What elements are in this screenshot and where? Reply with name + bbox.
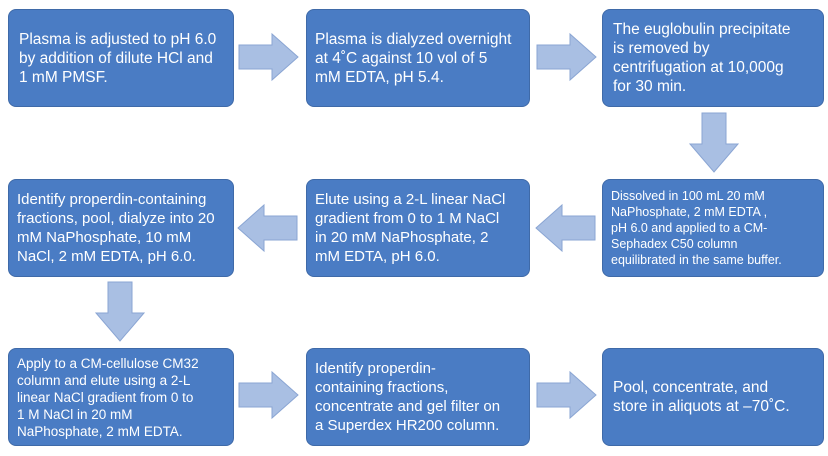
arrow-right-4-icon	[536, 370, 597, 420]
arrow-down-2-icon	[94, 281, 146, 342]
step-1-text: Plasma is adjusted to pH 6.0 by addition…	[19, 30, 217, 86]
step-8-text: Identify properdin- containing fractions…	[315, 360, 501, 434]
arrow-left-2-icon	[237, 203, 298, 253]
arrow-right-1-icon	[238, 32, 299, 82]
step-9-text: Pool, concentrate, and store in aliquots…	[613, 379, 790, 415]
step-4-text: Dissolved in 100 mL 20 mM NaPhosphate, 2…	[611, 189, 782, 267]
arrow-left-1-icon	[535, 203, 596, 253]
step-3-text: The euglobulin precipitate is removed by…	[613, 21, 791, 95]
step-5-text: Elute using a 2-L linear NaCl gradient f…	[315, 191, 506, 265]
arrow-down-1-icon	[688, 112, 740, 173]
step-6-box: Identify properdin-containing fractions,…	[8, 179, 234, 277]
step-6-text: Identify properdin-containing fractions,…	[17, 191, 215, 265]
step-7-box: Apply to a CM-cellulose CM32 column and …	[8, 348, 234, 446]
step-4-box: Dissolved in 100 mL 20 mM NaPhosphate, 2…	[602, 179, 824, 277]
step-7-text: Apply to a CM-cellulose CM32 column and …	[17, 355, 199, 439]
arrow-right-3-icon	[238, 370, 299, 420]
step-5-box: Elute using a 2-L linear NaCl gradient f…	[306, 179, 530, 277]
step-2-text: Plasma is dialyzed overnight at 4˚C agai…	[315, 30, 512, 86]
step-3-box: The euglobulin precipitate is removed by…	[602, 9, 824, 107]
step-9-box: Pool, concentrate, and store in aliquots…	[602, 348, 824, 446]
step-1-box: Plasma is adjusted to pH 6.0 by addition…	[8, 9, 234, 107]
arrow-right-2-icon	[536, 32, 597, 82]
step-2-box: Plasma is dialyzed overnight at 4˚C agai…	[306, 9, 530, 107]
step-8-box: Identify properdin- containing fractions…	[306, 348, 530, 446]
